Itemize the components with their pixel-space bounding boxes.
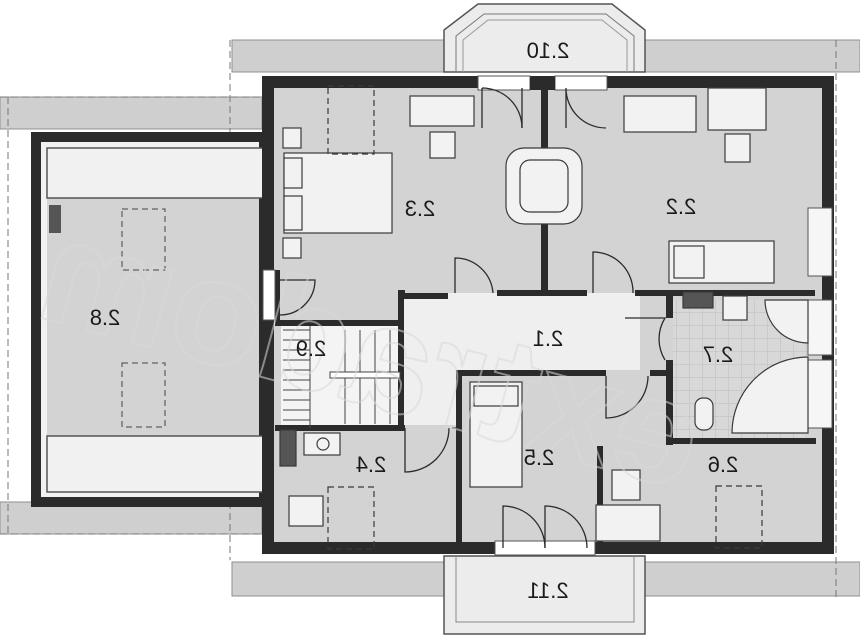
label-room-2-8: 2.8 bbox=[90, 305, 121, 330]
label-room-2-6: 2.6 bbox=[708, 452, 739, 477]
label-room-2-9: 2.9 bbox=[296, 336, 327, 361]
label-room-2-5: 2.5 bbox=[524, 445, 555, 470]
room-labels: 2.1 2.2 2.3 2.4 2.5 2.6 2.7 2.8 2.9 2.10… bbox=[90, 38, 739, 603]
furniture bbox=[279, 85, 809, 550]
label-room-2-10: 2.10 bbox=[527, 38, 570, 63]
label-room-2-1: 2.1 bbox=[533, 326, 564, 351]
label-room-2-11: 2.11 bbox=[527, 578, 568, 603]
label-room-2-7: 2.7 bbox=[703, 342, 734, 367]
staircase bbox=[283, 326, 401, 428]
doors bbox=[279, 87, 667, 549]
balcony-south bbox=[443, 555, 646, 635]
roof-bands bbox=[0, 39, 860, 597]
label-room-2-2: 2.2 bbox=[666, 194, 697, 219]
attic-wing bbox=[31, 132, 269, 507]
bay-balcony-north bbox=[443, 3, 646, 73]
label-room-2-4: 2.4 bbox=[356, 452, 387, 477]
label-room-2-3: 2.3 bbox=[405, 196, 436, 221]
